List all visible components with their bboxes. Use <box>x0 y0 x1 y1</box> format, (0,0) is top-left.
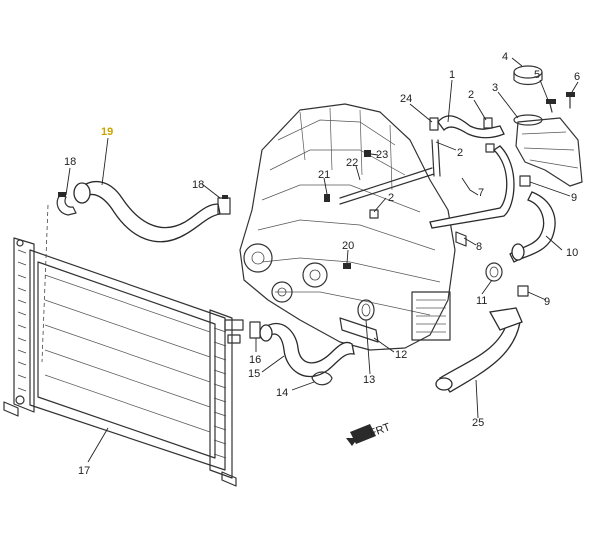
water-outlet-11 <box>485 262 503 282</box>
callout-14: 14 <box>276 387 288 399</box>
callout-21: 21 <box>318 169 330 181</box>
reservoir-outlet-hose-10 <box>509 191 556 263</box>
callout-20: 20 <box>342 240 354 252</box>
callout-16: 16 <box>249 354 261 366</box>
bolt-5 <box>546 99 556 113</box>
callout-2: 2 <box>457 147 463 159</box>
coolant-reservoir <box>513 114 583 187</box>
fitting-8 <box>455 231 467 247</box>
seal-13 <box>357 299 375 321</box>
front-indicator: FRT <box>346 421 392 446</box>
bracket-12 <box>339 317 379 343</box>
callout-12: 12 <box>395 349 407 361</box>
engine-assembly <box>239 103 456 351</box>
callout-2: 2 <box>468 89 474 101</box>
hose-clamp-right <box>217 195 231 215</box>
lower-coolant-pipe-25 <box>435 307 523 393</box>
hose-clamp-left <box>56 192 77 216</box>
bypass-hose-7 <box>429 145 515 229</box>
callout-7: 7 <box>478 187 484 199</box>
callout-11: 11 <box>476 295 487 307</box>
callout-2: 2 <box>388 192 394 204</box>
clamp-2c <box>369 209 379 219</box>
clamp-24 <box>429 117 439 131</box>
radiator <box>3 204 244 487</box>
callout-18: 18 <box>64 156 76 168</box>
callout-5: 5 <box>534 69 540 81</box>
hose-clamp-9-lower <box>517 285 529 297</box>
callout-6: 6 <box>574 71 580 83</box>
callout-23: 23 <box>376 149 388 161</box>
clamp-2b <box>485 143 495 153</box>
leader-lines <box>65 57 579 463</box>
reservoir-cap <box>513 65 543 86</box>
reservoir-hose-1 <box>437 115 505 139</box>
bolt-20 <box>343 263 351 269</box>
callout-18: 18 <box>192 179 204 191</box>
callout-25: 25 <box>472 417 484 429</box>
heater-pipe-22 <box>339 139 441 205</box>
callout-13: 13 <box>363 374 375 386</box>
callout-22: 22 <box>346 157 358 169</box>
callout-4: 4 <box>502 51 508 63</box>
bolt-23 <box>364 150 371 157</box>
callout-9: 9 <box>571 192 577 204</box>
callout-17: 17 <box>78 465 90 477</box>
callout-10: 10 <box>566 247 578 259</box>
callout-15: 15 <box>248 368 260 380</box>
lower-radiator-hose-15 <box>259 322 355 378</box>
callout-3: 3 <box>492 82 498 94</box>
callout-24: 24 <box>400 93 412 105</box>
hose-clamp-16 <box>249 321 261 339</box>
front-indicator-label: FRT <box>368 421 392 440</box>
callout-labels: 1 2 2 2 3 4 5 6 7 8 9 9 10 11 12 13 14 1… <box>64 51 580 477</box>
callout-1: 1 <box>449 69 455 81</box>
callout-8: 8 <box>476 241 482 253</box>
hose-clamp-9-upper <box>519 175 531 187</box>
bolt-6 <box>566 92 575 109</box>
bolt-21 <box>324 194 330 202</box>
callout-19: 19 <box>101 126 113 138</box>
hose-clamp-14 <box>311 371 333 386</box>
clamp-2a <box>483 117 493 129</box>
callout-9: 9 <box>544 296 550 308</box>
